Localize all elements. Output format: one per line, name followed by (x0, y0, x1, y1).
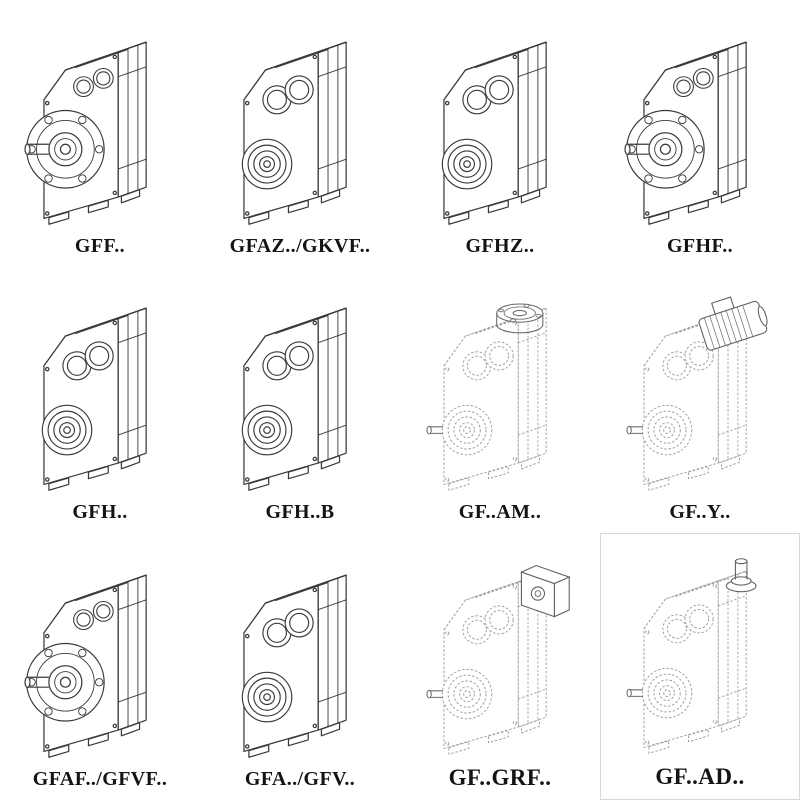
figure-gf-grf gearbox-adapter-unit-outline-drawing (402, 554, 598, 760)
catalog-cell: GFHF.. (600, 0, 800, 267)
figure-gfh gearbox-shaft-drawing (2, 290, 198, 496)
catalog-cell: GFF.. (0, 0, 200, 267)
model-label: GFHZ.. (465, 234, 535, 257)
catalog-cell: GF..Y.. (600, 267, 800, 534)
figure-gfhz gearbox-shaft-drawing (402, 24, 598, 230)
figure-gfaf-gfvf gearbox-flange-drawing (2, 557, 198, 763)
catalog-cell: GF..GRF.. (400, 533, 600, 800)
catalog-cell: GFHZ.. (400, 0, 600, 267)
figure-gff gearbox-flange-drawing (2, 24, 198, 230)
model-label: GFAZ../GKVF.. (229, 234, 371, 257)
catalog-cell: GF..AD.. (600, 533, 800, 800)
figure-gf-ad gearbox-input-shaft-outline-drawing (603, 553, 797, 759)
figure-gfhf gearbox-flange-drawing (602, 24, 798, 230)
catalog-cell: GFA../GFV.. (200, 533, 400, 800)
model-label: GFA../GFV.. (244, 767, 356, 790)
catalog-cell: GFAF../GFVF.. (0, 533, 200, 800)
model-label: GF..AD.. (655, 763, 745, 789)
model-label: GFHF.. (666, 234, 734, 257)
model-label: GFH.. (72, 501, 128, 524)
figure-gfa-gfv gearbox-shaft-drawing (202, 557, 398, 763)
catalog-cell: GF..AM.. (400, 267, 600, 534)
figure-gfh-b gearbox-shaft-drawing (202, 290, 398, 496)
model-label: GFH..B (265, 501, 335, 524)
catalog-cell: GFH.. (0, 267, 200, 534)
figure-gfaz-gkvf gearbox-shaft-drawing (202, 24, 398, 230)
model-label: GF..Y.. (669, 501, 731, 524)
model-label: GFF.. (74, 234, 126, 257)
figure-gf-y gearbox-motor-outline-drawing (602, 290, 798, 496)
model-label: GF..AM.. (458, 501, 542, 524)
model-label: GF..GRF.. (448, 764, 552, 790)
catalog-cell: GFAZ../GKVF.. (200, 0, 400, 267)
catalog-cell: GFH..B (200, 267, 400, 534)
model-label: GFAF../GFVF.. (32, 767, 168, 790)
figure-gf-am gearbox-adapter-flange-outline-drawing (402, 290, 598, 496)
